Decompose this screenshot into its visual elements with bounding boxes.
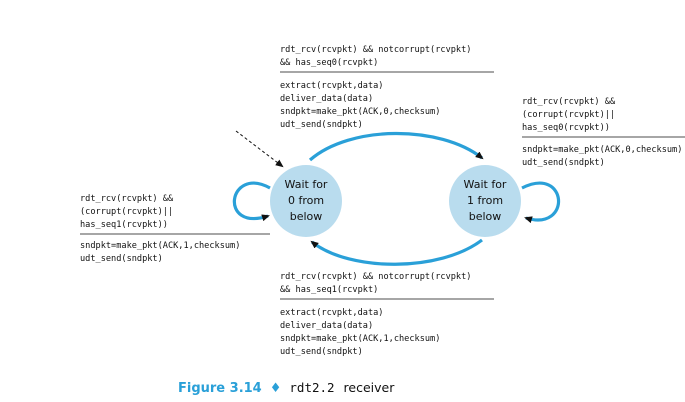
right-event-line2: (corrupt(rcvpkt)|| <box>522 110 615 120</box>
right-event-line3: has_seq0(rcvpkt)) <box>522 123 610 133</box>
top-action-line3: sndpkt=make_pkt(ACK,0,checksum) <box>280 107 440 117</box>
caption-diamond-icon: ♦ <box>270 381 282 396</box>
state-wait-1-line3: below <box>469 210 502 223</box>
bottom-action-line2: deliver_data(data) <box>280 321 373 331</box>
bottom-action-line3: sndpkt=make_pkt(ACK,1,checksum) <box>280 334 440 344</box>
state-wait-0-line2: 0 from <box>288 194 324 207</box>
top-event-line1: rdt_rcv(rcvpkt) && notcorrupt(rcvpkt) <box>280 45 471 55</box>
transition-label-top: rdt_rcv(rcvpkt) && notcorrupt(rcvpkt) &&… <box>280 45 494 130</box>
self-loop-left <box>232 181 271 222</box>
left-action-line1: sndpkt=make_pkt(ACK,1,checksum) <box>80 241 240 251</box>
figure-caption: Figure 3.14 ♦ rdt2.2 receiver <box>178 379 395 396</box>
top-event-line2: && has_seq0(rcvpkt) <box>280 58 378 68</box>
state-wait-0-line3: below <box>290 210 323 223</box>
bottom-action-line1: extract(rcvpkt,data) <box>280 308 383 318</box>
left-action-line2: udt_send(sndpkt) <box>80 254 163 264</box>
bottom-event-line2: && has_seq1(rcvpkt) <box>280 285 378 295</box>
state-wait-0-line1: Wait for <box>285 178 328 191</box>
top-action-line2: deliver_data(data) <box>280 94 373 104</box>
transition-label-left: rdt_rcv(rcvpkt) && (corrupt(rcvpkt)|| ha… <box>80 194 270 264</box>
transition-arc-top <box>308 131 484 162</box>
bottom-event-line1: rdt_rcv(rcvpkt) && notcorrupt(rcvpkt) <box>280 272 471 282</box>
state-wait-1-line2: 1 from <box>467 194 503 207</box>
state-wait-0: Wait for 0 from below <box>270 165 342 237</box>
top-action-line4: udt_send(sndpkt) <box>280 120 363 130</box>
transition-arc-bottom <box>310 238 483 266</box>
transition-label-right: rdt_rcv(rcvpkt) && (corrupt(rcvpkt)|| ha… <box>522 97 685 168</box>
transition-label-bottom: rdt_rcv(rcvpkt) && notcorrupt(rcvpkt) &&… <box>280 272 494 357</box>
top-action-line1: extract(rcvpkt,data) <box>280 81 383 91</box>
left-event-line3: has_seq1(rcvpkt)) <box>80 220 168 230</box>
caption-text: receiver <box>344 380 396 395</box>
right-action-line2: udt_send(sndpkt) <box>522 158 605 168</box>
bottom-action-line4: udt_send(sndpkt) <box>280 347 363 357</box>
caption-code: rdt2.2 <box>289 380 334 395</box>
left-event-line1: rdt_rcv(rcvpkt) && <box>80 194 174 204</box>
right-action-line1: sndpkt=make_pkt(ACK,0,checksum) <box>522 145 682 155</box>
right-event-line1: rdt_rcv(rcvpkt) && <box>522 97 616 107</box>
state-wait-1-line1: Wait for <box>464 178 507 191</box>
self-loop-right <box>521 181 561 224</box>
initial-state-arrow <box>235 130 284 168</box>
state-wait-1: Wait for 1 from below <box>449 165 521 237</box>
caption-figure-number: Figure 3.14 <box>178 381 262 396</box>
left-event-line2: (corrupt(rcvpkt)|| <box>80 207 173 217</box>
